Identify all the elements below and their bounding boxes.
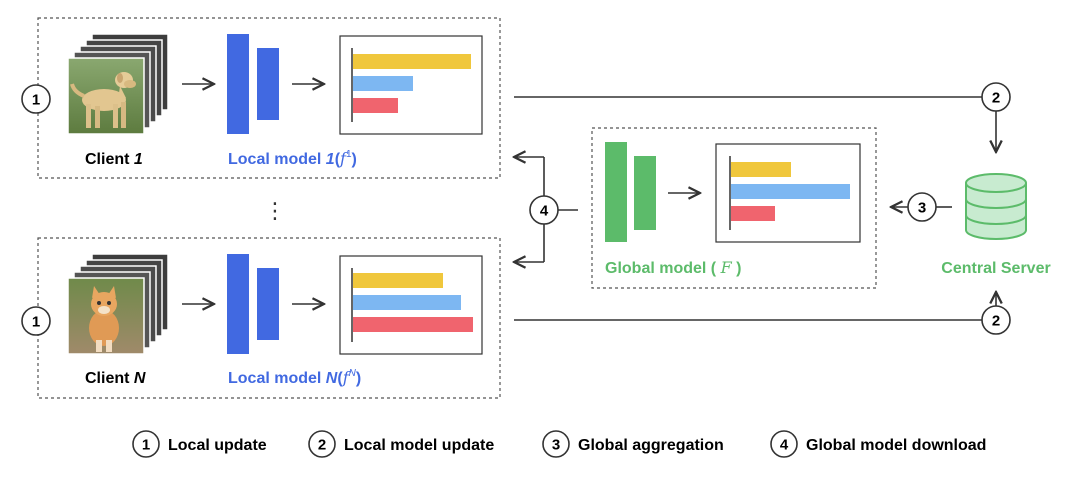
legend-item-local-update: 1 Local update bbox=[132, 430, 267, 458]
svg-text:Global model download: Global model download bbox=[806, 437, 986, 454]
svg-text:Global aggregation: Global aggregation bbox=[578, 437, 724, 454]
svg-text:2: 2 bbox=[992, 313, 1000, 330]
local-model-1-output-bars bbox=[353, 54, 471, 113]
clients-ellipsis: ⋮ bbox=[264, 199, 286, 224]
svg-text:4: 4 bbox=[540, 203, 549, 220]
global-model-network bbox=[605, 142, 656, 242]
upload-connector-top: 2 bbox=[514, 82, 1011, 152]
local-model-n-label: Local model N(fN) bbox=[228, 368, 361, 387]
client-n-panel: Client N Local model N(fN) 1 bbox=[21, 237, 501, 399]
legend-item-global-model-download: 4 Global model download bbox=[770, 430, 986, 458]
legend: 1 Local update 2 Local model update 3 Gl… bbox=[132, 430, 986, 458]
client-1-step-badge: 1 bbox=[21, 84, 51, 114]
step-3-badge: 3 bbox=[907, 192, 937, 222]
svg-text:1: 1 bbox=[32, 314, 40, 331]
svg-text:Local update: Local update bbox=[168, 437, 267, 454]
local-model-n-bar-blue bbox=[353, 295, 461, 310]
global-model-label: Global model ( F ) bbox=[605, 258, 741, 277]
global-model-bar-yellow bbox=[731, 162, 791, 177]
svg-text:2: 2 bbox=[318, 437, 326, 454]
global-model-bar-red bbox=[731, 206, 775, 221]
client-1-image-stack bbox=[67, 33, 169, 135]
global-model-bar-blue bbox=[731, 184, 850, 199]
legend-item-global-aggregation: 3 Global aggregation bbox=[542, 430, 724, 458]
svg-text:1: 1 bbox=[32, 92, 40, 109]
client-1-label: Client 1 bbox=[85, 151, 143, 168]
step-4-badge: 4 bbox=[529, 195, 559, 225]
client-n-label: Client N bbox=[85, 370, 146, 387]
aggregation-connector: 3 bbox=[891, 192, 952, 222]
database-icon bbox=[965, 173, 1027, 240]
svg-text:2: 2 bbox=[992, 90, 1000, 107]
step-2-badge-bottom: 2 bbox=[981, 305, 1011, 335]
local-model-1-bar-yellow bbox=[353, 54, 471, 69]
local-model-n-network bbox=[227, 254, 279, 354]
central-server-label: Central Server bbox=[941, 260, 1050, 277]
client-1-panel: Client 1 Local model 1(f1) 1 bbox=[21, 17, 501, 179]
local-model-n-bar-yellow bbox=[353, 273, 443, 288]
global-model-output-bars bbox=[731, 162, 850, 221]
step-2-badge-top: 2 bbox=[981, 82, 1011, 112]
cat-photo bbox=[67, 277, 145, 355]
local-model-1-bar-blue bbox=[353, 76, 413, 91]
client-n-image-stack bbox=[67, 253, 169, 355]
local-model-1-network bbox=[227, 34, 279, 134]
svg-text:3: 3 bbox=[552, 437, 560, 454]
global-model-panel: Global model ( F ) bbox=[591, 127, 877, 289]
upload-connector-bottom: 2 bbox=[514, 292, 1011, 335]
dog-photo bbox=[67, 57, 145, 135]
svg-text:4: 4 bbox=[780, 437, 789, 454]
local-model-1-label: Local model 1(f1) bbox=[228, 149, 357, 168]
legend-item-local-model-update: 2 Local model update bbox=[308, 430, 494, 458]
svg-text:1: 1 bbox=[142, 437, 150, 454]
central-server: Central Server bbox=[941, 173, 1051, 277]
local-model-n-bar-red bbox=[353, 317, 473, 332]
client-n-step-badge: 1 bbox=[21, 306, 51, 336]
local-model-n-output-bars bbox=[353, 273, 473, 332]
local-model-1-bar-red bbox=[353, 98, 398, 113]
svg-text:Local model update: Local model update bbox=[344, 437, 494, 454]
download-connector: 4 bbox=[514, 157, 578, 262]
svg-text:3: 3 bbox=[918, 200, 926, 217]
